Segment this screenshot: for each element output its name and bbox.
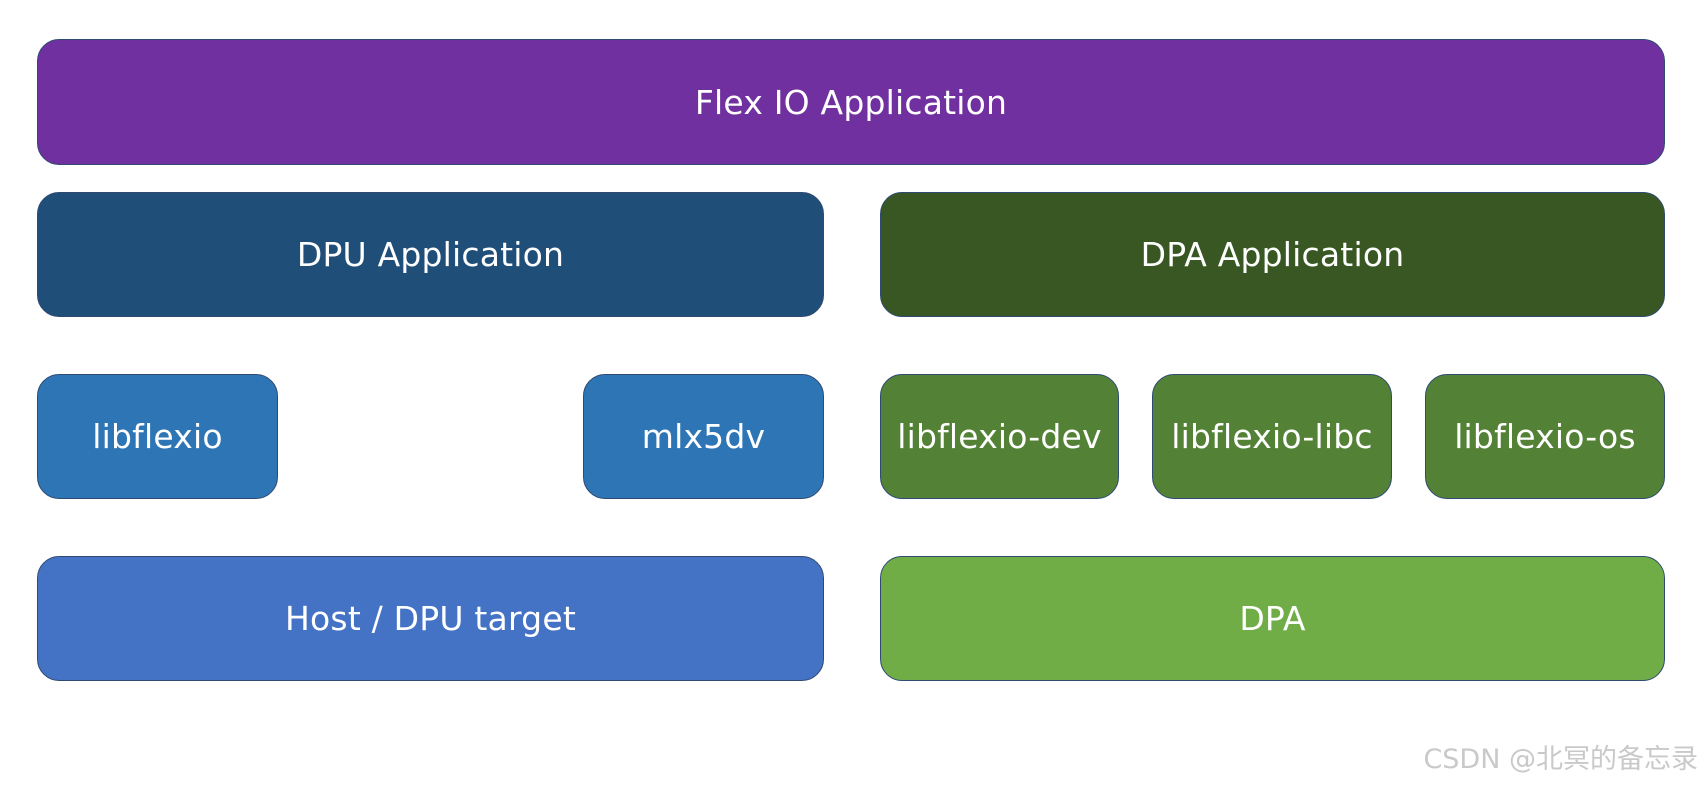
csdn-watermark: CSDN @北冥的备忘录 [1423, 744, 1698, 775]
libflexio-libc-block: libflexio-libc [1152, 374, 1392, 499]
dpa-application-label: DPA Application [1140, 235, 1405, 274]
dpu-application-block: DPU Application [37, 192, 824, 317]
flex-io-application-block: Flex IO Application [37, 39, 1665, 165]
mlx5dv-block: mlx5dv [583, 374, 824, 499]
flex-io-application-label: Flex IO Application [694, 82, 1008, 122]
libflexio-libc-label: libflexio-libc [1171, 417, 1373, 456]
libflexio-os-block: libflexio-os [1425, 374, 1665, 499]
mlx5dv-label: mlx5dv [641, 417, 766, 456]
host-dpu-target-label: Host / DPU target [285, 599, 576, 638]
dpu-application-label: DPU Application [296, 235, 565, 274]
libflexio-block: libflexio [37, 374, 278, 499]
dpa-application-block: DPA Application [880, 192, 1665, 317]
dpa-target-label: DPA [1239, 599, 1306, 638]
dpa-target-block: DPA [880, 556, 1665, 681]
libflexio-os-label: libflexio-os [1454, 417, 1636, 456]
libflexio-label: libflexio [92, 417, 223, 456]
host-dpu-target-block: Host / DPU target [37, 556, 824, 681]
libflexio-dev-label: libflexio-dev [897, 417, 1102, 456]
libflexio-dev-block: libflexio-dev [880, 374, 1119, 499]
